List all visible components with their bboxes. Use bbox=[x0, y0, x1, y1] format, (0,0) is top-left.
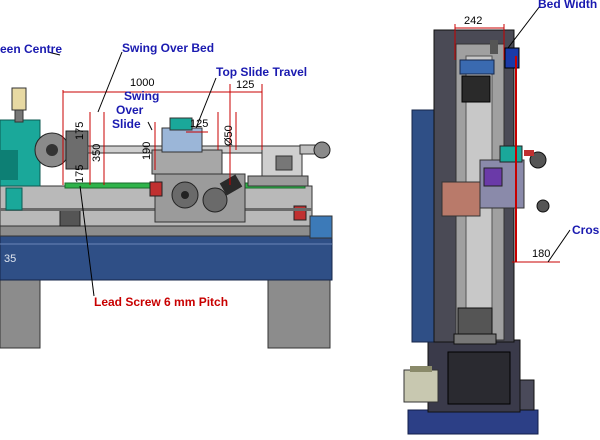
lathe-foot-right bbox=[267, 277, 331, 349]
dimension-50: Ø50 bbox=[223, 125, 235, 146]
end-view-left-panel bbox=[411, 109, 435, 343]
dimension-242: 242 bbox=[464, 15, 482, 27]
swing-over-slide-label-3: Slide bbox=[112, 117, 141, 131]
dimension-175-bottom: 175 bbox=[74, 165, 86, 183]
tool-post bbox=[169, 117, 193, 131]
between-centre-label: een Centre bbox=[0, 42, 62, 56]
bed-width-label: Bed Width bbox=[538, 0, 597, 11]
lead-screw-label: Lead Screw 6 mm Pitch bbox=[94, 295, 228, 309]
base-plate-label: 35 bbox=[4, 253, 16, 265]
dimension-175-top: 175 bbox=[74, 122, 86, 140]
apron-end-view bbox=[441, 181, 481, 217]
dimension-190: 190 bbox=[141, 142, 153, 160]
lathe-foot-left bbox=[0, 277, 41, 349]
top-slide-travel-label: Top Slide Travel bbox=[216, 65, 307, 79]
tailstock-handwheel bbox=[313, 141, 331, 159]
lathe-base bbox=[0, 235, 333, 281]
headstock-oil-cup bbox=[11, 87, 27, 111]
dimension-350: 350 bbox=[91, 144, 103, 162]
dimension-125-right: 125 bbox=[236, 79, 254, 91]
cross-slide bbox=[151, 149, 223, 175]
swing-over-slide-label-1: Swing bbox=[124, 89, 159, 103]
cross-slide-label: Cros bbox=[572, 223, 600, 237]
dimension-180: 180 bbox=[532, 248, 550, 260]
tailstock-foot bbox=[309, 215, 333, 239]
motor bbox=[403, 369, 439, 403]
swing-over-slide-label-2: Over bbox=[116, 103, 144, 117]
dimension-1000: 1000 bbox=[130, 77, 154, 89]
dimension-125-slide: 125 bbox=[190, 118, 208, 130]
swing-over-bed-label: Swing Over Bed bbox=[122, 41, 214, 55]
end-view-plinth bbox=[407, 409, 539, 435]
